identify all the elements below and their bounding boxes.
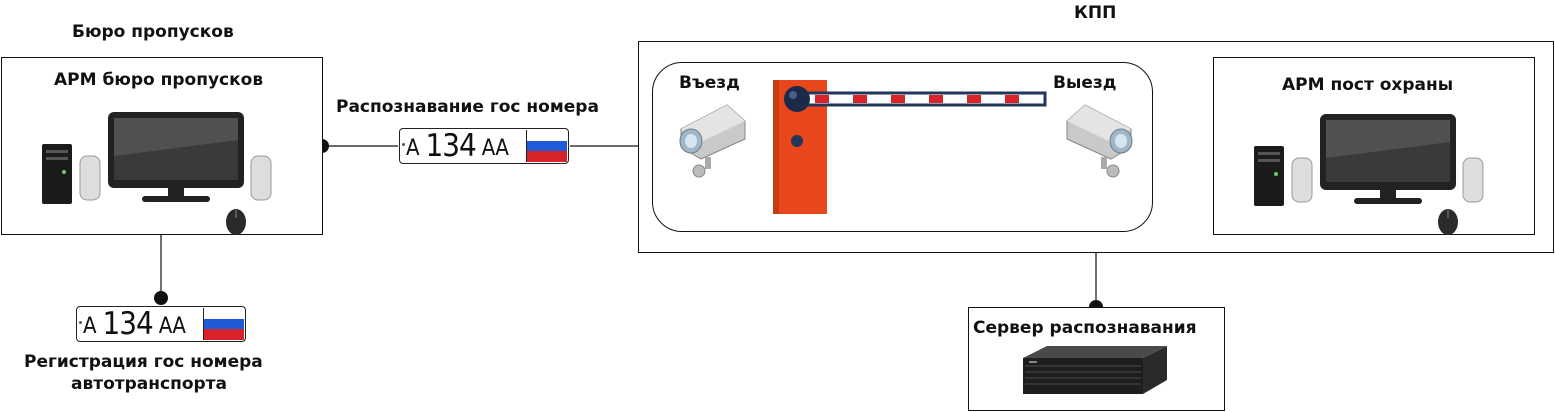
entry-label: Въезд (679, 73, 740, 93)
guard-workstation-box: АРМ пост охраны (1213, 57, 1535, 235)
plate-bolt (79, 321, 82, 324)
pass-office-workstation-box: АРМ бюро пропусков (1, 57, 323, 235)
russian-flag-icon (203, 308, 244, 340)
plate-letters: АА (158, 313, 186, 339)
entry-camera-icon (679, 104, 746, 178)
server-icon (1023, 346, 1167, 394)
server-label: Сервер распознавания (973, 318, 1197, 338)
license-plate-recognition: А 134 АА (399, 128, 569, 164)
exit-label: Выезд (1053, 73, 1117, 93)
computer-icon (1254, 114, 1484, 235)
recognition-server-box: Сервер распознавания (968, 307, 1225, 411)
registration-label-line2: автотранспорта (71, 374, 227, 394)
plate-digits: 134 (425, 128, 477, 164)
registration-label-line1: Регистрация гос номера (24, 352, 263, 372)
plate-letter: А (406, 135, 420, 161)
plate-bolt (402, 143, 405, 146)
plate-letter: А (83, 313, 97, 339)
barrier-icon (773, 80, 1047, 214)
kpp-title: КПП (1074, 3, 1117, 23)
workstation-guard-label: АРМ пост охраны (1282, 75, 1454, 95)
connector-dot (154, 291, 168, 305)
exit-camera-icon (1066, 104, 1133, 178)
license-plate-registration: А 134 АА (76, 306, 246, 342)
plate-recognition-label: Распознавание гос номера (336, 97, 599, 117)
workstation-pass-label: АРМ бюро пропусков (54, 70, 264, 90)
gate-area-box: Въезд Выезд (652, 62, 1153, 232)
russian-flag-icon (526, 130, 567, 162)
plate-digits: 134 (102, 306, 154, 342)
computer-icon (42, 112, 272, 235)
plate-letters: АА (481, 135, 509, 161)
pass-office-title: Бюро пропусков (72, 22, 234, 42)
